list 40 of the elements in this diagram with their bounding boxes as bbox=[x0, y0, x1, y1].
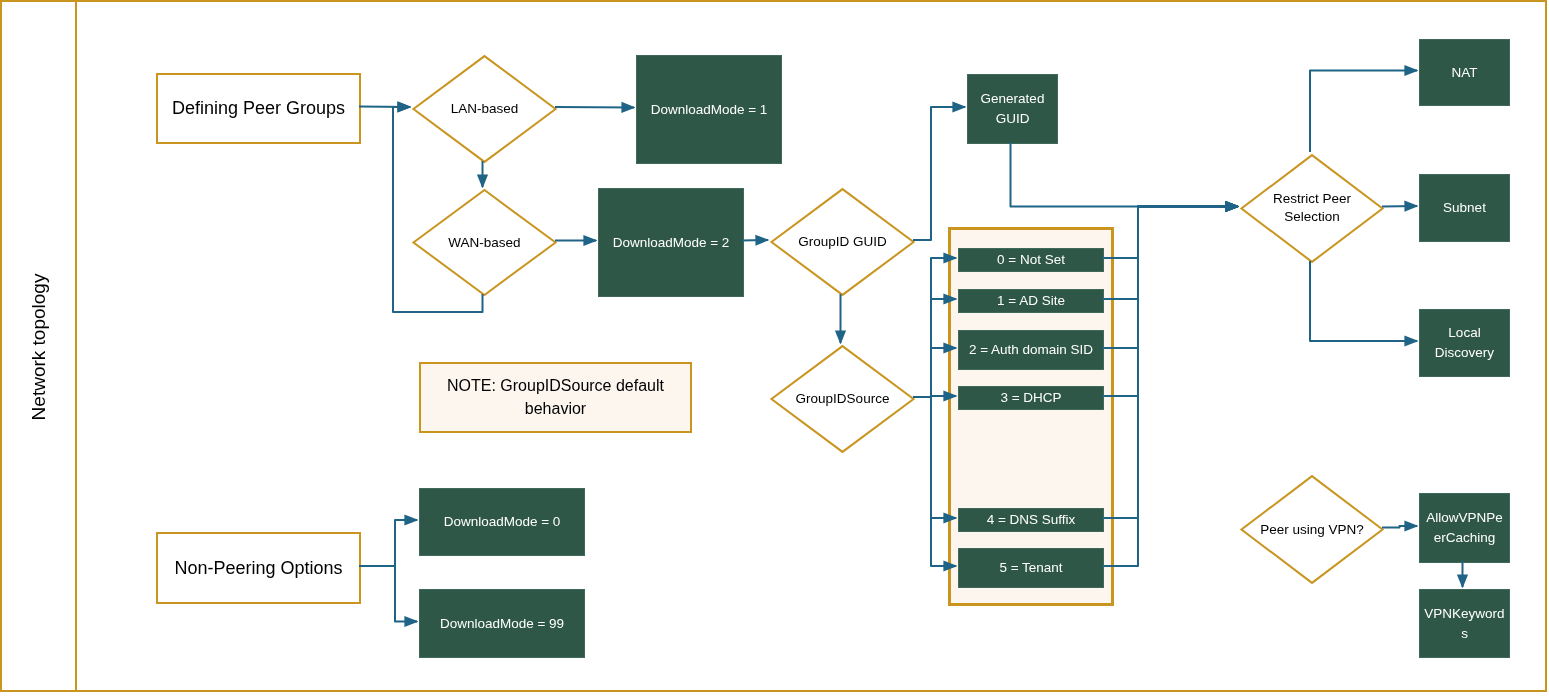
arrow bbox=[554, 101, 636, 113]
arrow bbox=[1381, 520, 1419, 532]
arrow bbox=[392, 101, 484, 313]
process-box: Non-Peering Options bbox=[156, 532, 361, 604]
arrow bbox=[1309, 64, 1419, 153]
note-box: NOTE: GroupIDSource default behavior bbox=[419, 362, 692, 433]
process-box: NAT bbox=[1419, 39, 1510, 106]
arrow bbox=[912, 101, 967, 241]
process-box: 0 = Not Set bbox=[958, 248, 1104, 272]
decision-label: Restrict Peer Selection bbox=[1272, 189, 1352, 227]
arrow bbox=[554, 234, 598, 247]
process-box: DownloadMode = 0 bbox=[419, 488, 585, 556]
process-box: Local Discovery bbox=[1419, 309, 1510, 377]
process-box: 2 = Auth domain SID bbox=[958, 330, 1104, 370]
decision-label: GroupIDSource bbox=[794, 389, 891, 408]
arrow bbox=[741, 234, 770, 246]
arrow bbox=[912, 396, 958, 572]
process-box: 4 = DNS Suffix bbox=[958, 508, 1104, 532]
arrow bbox=[1309, 260, 1419, 347]
options-panel bbox=[948, 227, 1114, 606]
decision-label: GroupID GUID bbox=[797, 232, 888, 251]
process-box: 1 = AD Site bbox=[958, 289, 1104, 313]
arrow bbox=[1381, 200, 1419, 212]
decision-label: WAN-based bbox=[447, 233, 522, 252]
arrow bbox=[834, 293, 847, 345]
process-box: DownloadMode = 1 bbox=[636, 55, 782, 164]
process-box: Subnet bbox=[1419, 174, 1510, 242]
process-box: DownloadMode = 99 bbox=[419, 589, 585, 658]
process-box: Defining Peer Groups bbox=[156, 73, 361, 144]
process-box: DownloadMode = 2 bbox=[598, 188, 744, 297]
arrow bbox=[476, 160, 489, 189]
process-box: VPNKeywords bbox=[1419, 589, 1510, 658]
process-box: Generated GUID bbox=[967, 74, 1058, 144]
process-box: 3 = DHCP bbox=[958, 386, 1104, 410]
decision-label: Peer using VPN? bbox=[1259, 520, 1365, 539]
lane-title: Network topology bbox=[28, 273, 50, 421]
process-box: AllowVPNPeerCaching bbox=[1419, 493, 1510, 563]
process-box: 5 = Tenant bbox=[958, 548, 1104, 588]
arrow bbox=[1456, 560, 1469, 589]
decision-label: LAN-based bbox=[449, 99, 520, 118]
